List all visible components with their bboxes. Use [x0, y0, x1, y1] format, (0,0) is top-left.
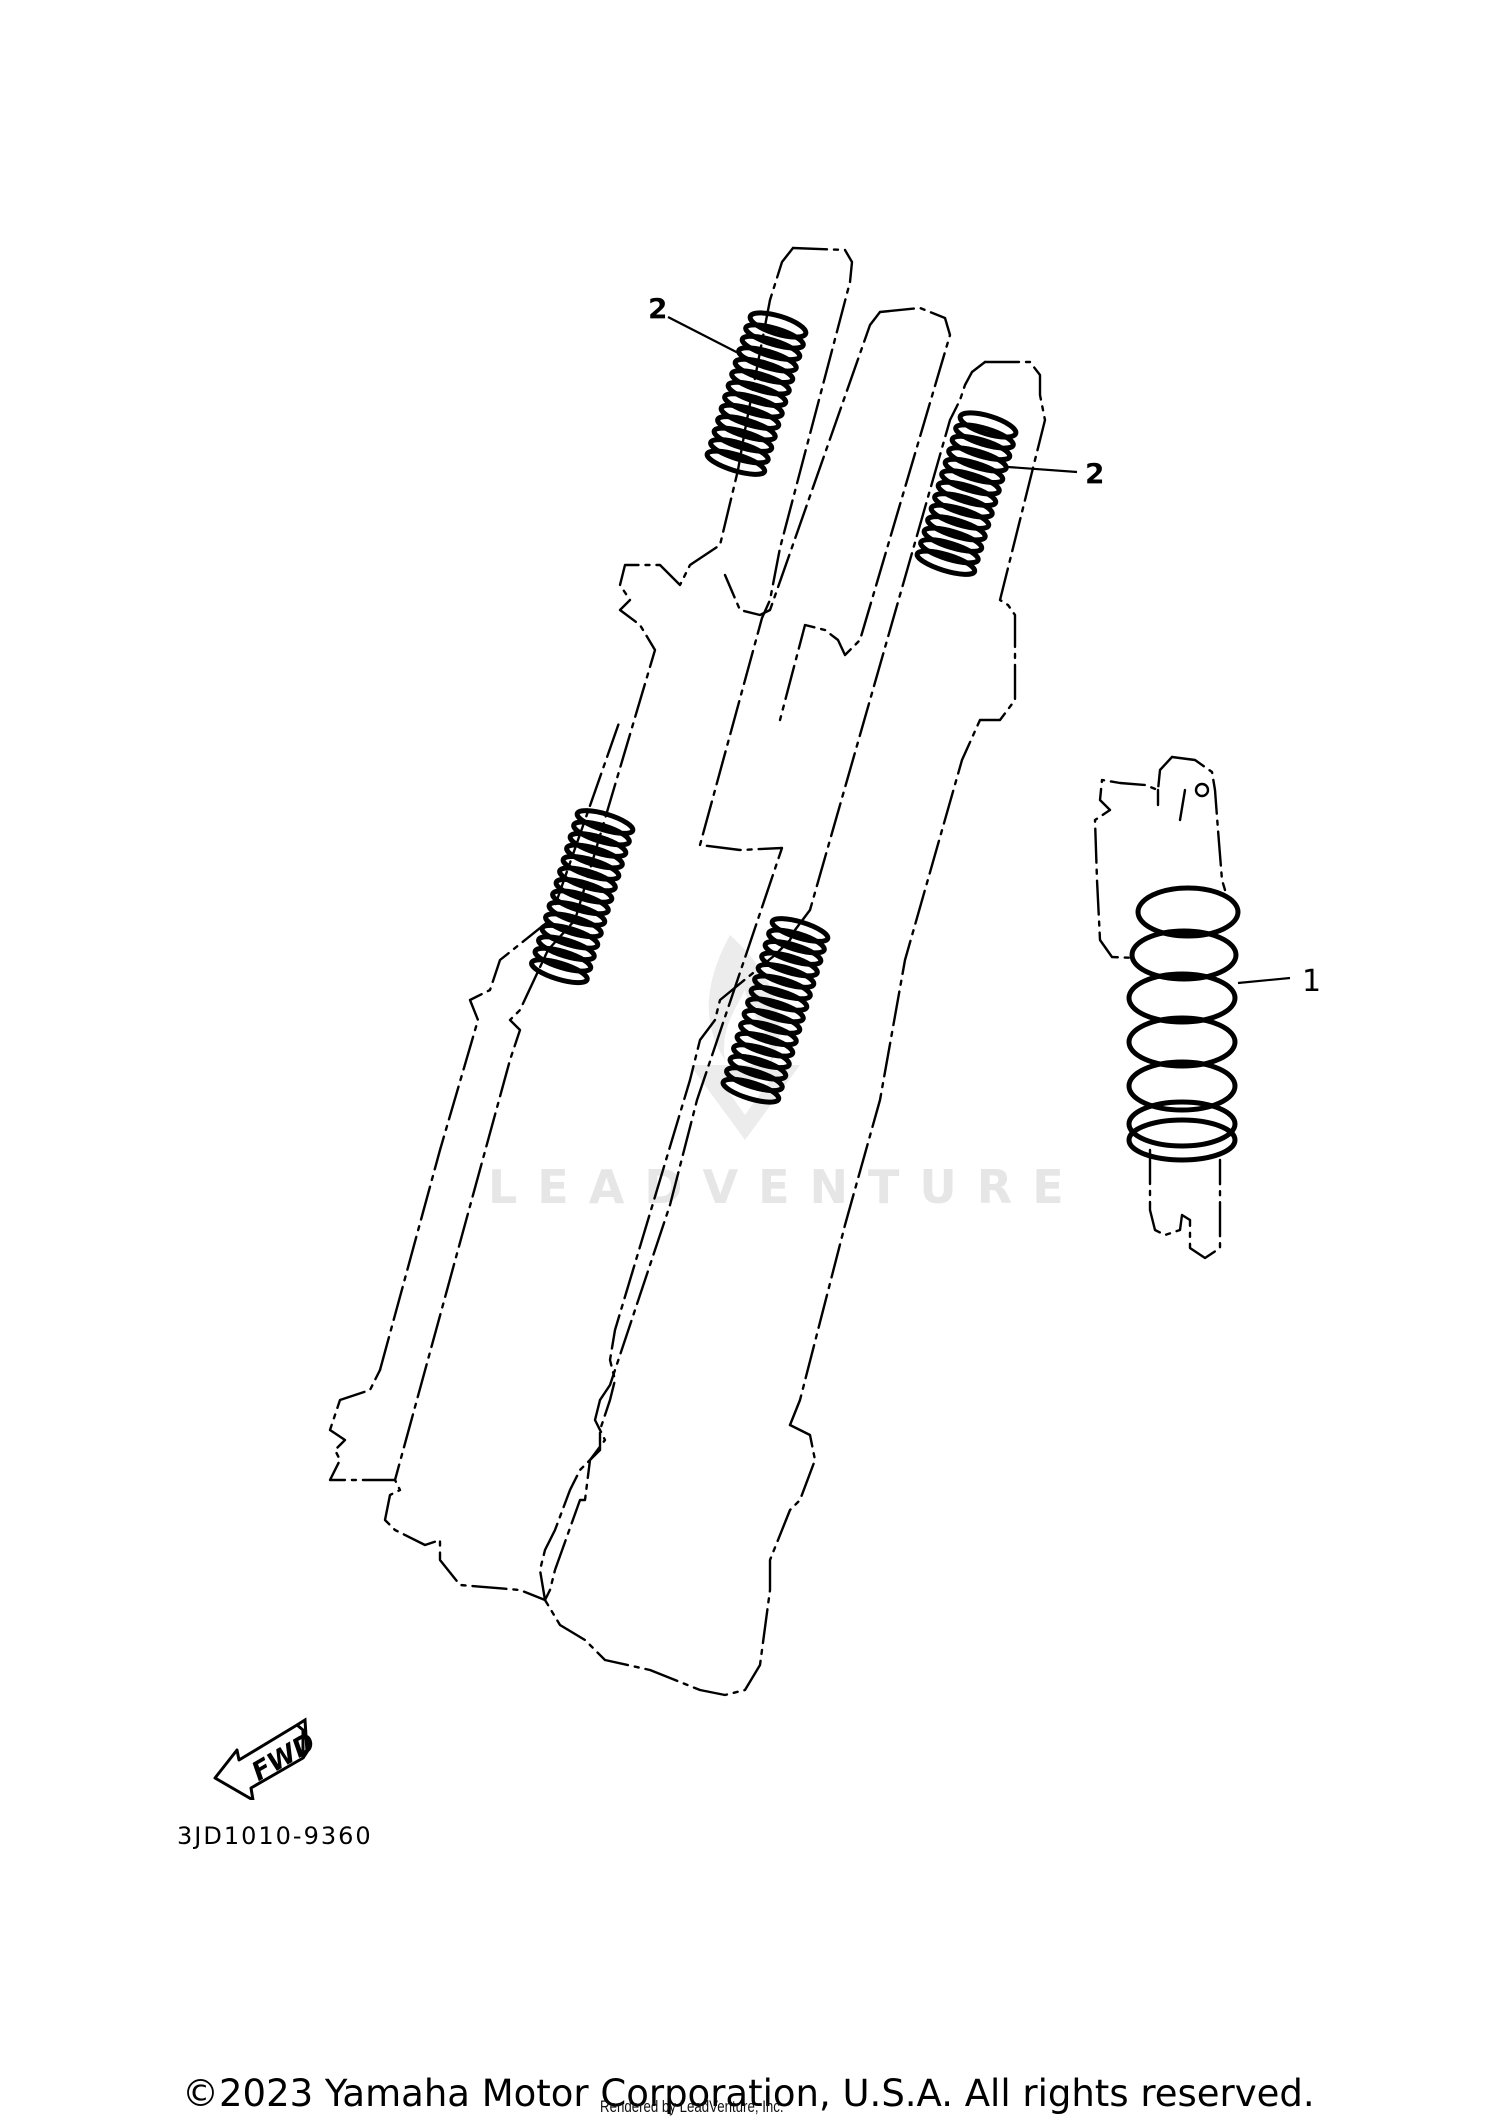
copyright-notice: ©2023 Yamaha Motor Corporation, U.S.A. A…: [182, 2072, 1315, 2115]
watermark-text: LEADVENTURE: [488, 1160, 1084, 1214]
right-fork: [538, 360, 1047, 1697]
fork-spring-right-upper: [914, 410, 1019, 577]
callout-number-1: 1: [1302, 964, 1322, 999]
fork-spring-right-lower: [720, 916, 831, 1105]
callout-leader-2-left: [667, 316, 749, 359]
shock-spring: [1126, 885, 1241, 1163]
fwd-arrow-icon: FWD: [213, 1717, 315, 1800]
fork-spring-left-lower: [529, 808, 636, 986]
fork-spring-left-upper: [704, 310, 809, 477]
callout-number-2-right: 2: [1085, 457, 1105, 490]
callout-number-2-left: 2: [648, 292, 668, 325]
rear-shock: [1093, 755, 1227, 1260]
callout-leader-2-right: [1007, 465, 1078, 474]
right-fork-upper-tube: [723, 306, 952, 722]
rendered-by-notice: Rendered by LeadVenture, Inc.: [600, 2097, 784, 2116]
callout-leader-1: [1237, 976, 1291, 985]
diagram-part-code: 3JD1010-9360: [177, 1822, 373, 1850]
